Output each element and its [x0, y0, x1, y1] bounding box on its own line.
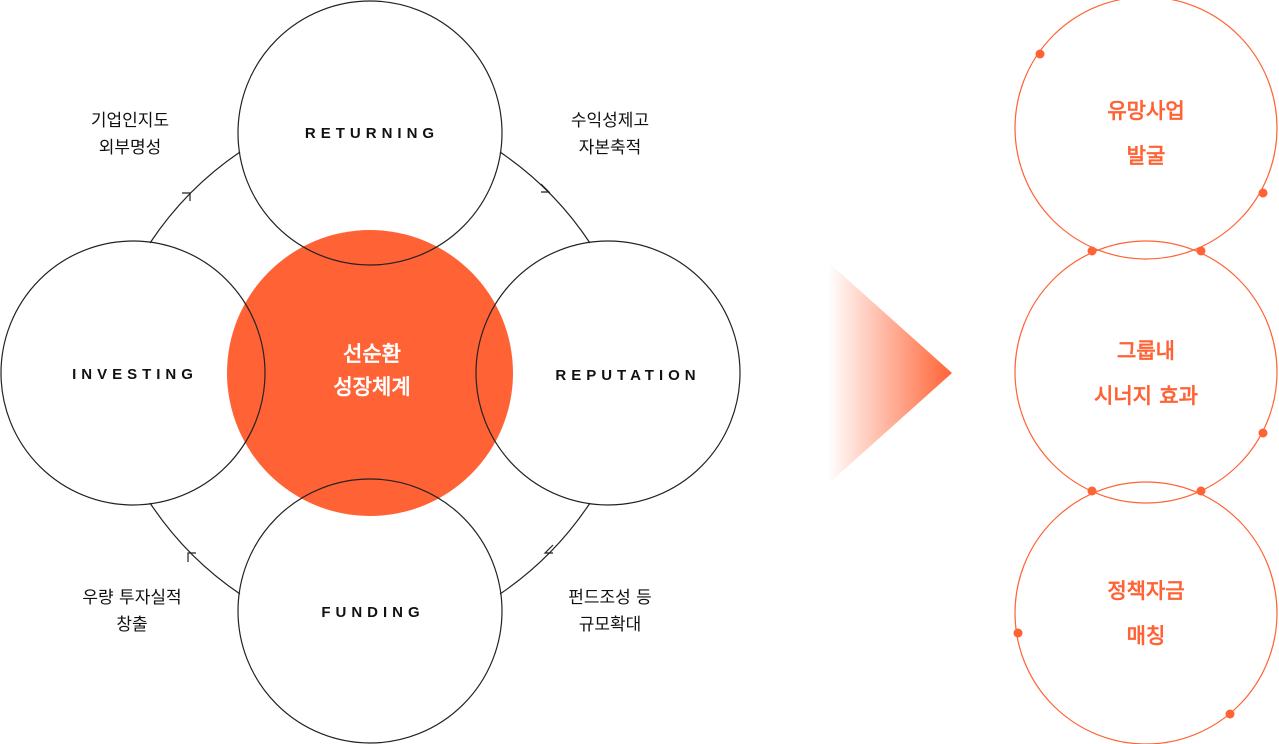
- outcome-circle-1: [1014, 0, 1278, 260]
- arc-investing-to-returning: [149, 151, 241, 244]
- outcome-2-line-1: 그룹내: [1117, 339, 1175, 363]
- core-label-line-1: 선순환: [343, 342, 401, 366]
- outcome-dot: [1087, 486, 1097, 496]
- arrowhead-down-right-icon: [540, 183, 551, 193]
- stage-circle-funding: [237, 478, 503, 744]
- transition-top-right-line-2: 자본축적: [579, 138, 642, 158]
- transition-bottom-left-line-1: 우량 투자실적: [82, 588, 181, 608]
- transition-bottom-right-line-2: 규모확대: [579, 615, 642, 635]
- outcome-dot: [1258, 188, 1268, 198]
- outcome-circle-3: [1014, 481, 1278, 744]
- outcome-3-line-2: 매칭: [1127, 624, 1166, 648]
- outcome-dot: [1013, 628, 1023, 638]
- arc-reputation-to-funding: [499, 502, 591, 595]
- outcome-dot: [1035, 49, 1045, 59]
- stage-circle-investing: [0, 240, 266, 506]
- outcome-dot: [1087, 246, 1097, 256]
- gradient-triangle-arrow-icon: [828, 262, 952, 484]
- arrowhead-up-left-icon: [187, 552, 196, 562]
- outcome-1-line-2: 발굴: [1127, 144, 1166, 168]
- transition-top-left-line-2: 외부명성: [99, 138, 162, 158]
- outcome-3-line-1: 정책자금: [1107, 579, 1184, 603]
- outcome-dot: [1196, 486, 1206, 496]
- outcome-dot: [1258, 428, 1268, 438]
- arrowhead-down-left-icon: [543, 544, 554, 554]
- stage-circle-reputation: [475, 240, 741, 506]
- outcome-2-line-2: 시너지 효과: [1094, 384, 1198, 408]
- outcome-circle-2: [1014, 240, 1278, 504]
- transition-bottom-right-line-1: 펀드조성 등: [568, 588, 652, 608]
- outcome-dot: [1225, 709, 1235, 719]
- outcome-1-line-1: 유망사업: [1107, 99, 1184, 123]
- arc-funding-to-investing: [149, 502, 241, 595]
- stage-label-reputation: REPUTATION: [555, 367, 700, 384]
- transition-top-left-line-1: 기업인지도: [91, 111, 169, 131]
- transition-top-right-line-1: 수익성제고: [571, 111, 649, 131]
- outcome-dot: [1196, 246, 1206, 256]
- core-label-line-2: 성장체계: [333, 375, 410, 399]
- core-circle: [227, 230, 513, 516]
- stage-label-funding: FUNDING: [321, 604, 424, 621]
- stage-circle-returning: [237, 0, 503, 266]
- stage-label-returning: RETURNING: [305, 125, 439, 142]
- transition-bottom-left-line-2: 창출: [116, 615, 147, 635]
- arrowhead-up-right-icon: [182, 192, 191, 201]
- stage-label-investing: INVESTING: [72, 366, 198, 383]
- arc-returning-to-reputation: [499, 151, 591, 244]
